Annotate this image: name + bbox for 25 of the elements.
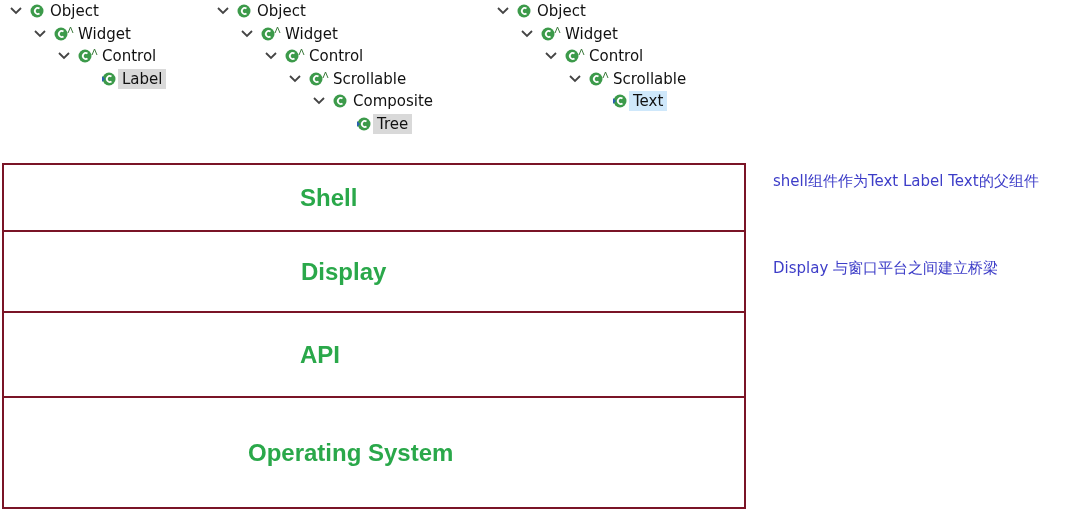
selected-tree-item: Text	[629, 91, 668, 111]
tree-item-label: Control	[308, 46, 365, 66]
tree-item-label: Widget	[284, 23, 339, 44]
selected-tree-item: Tree	[373, 113, 413, 134]
annotation-text: shell组件作为Text Label Text的父组件	[773, 172, 1039, 191]
layer-label: Display	[301, 257, 387, 286]
layer-box	[2, 230, 746, 313]
tree-item-label: Scrollable	[612, 68, 688, 89]
tree-item-label: Object	[256, 1, 307, 21]
layer-box	[2, 163, 746, 232]
layer-label: Shell	[300, 183, 358, 212]
selected-tree-item: Label	[118, 68, 167, 89]
layer-label: API	[300, 340, 340, 369]
layer-box	[2, 396, 746, 509]
layer-label: Operating System	[248, 438, 454, 467]
tree-item-label: Composite	[352, 91, 435, 111]
tree-item-label: Widget	[564, 23, 619, 44]
annotation-text: Display 与窗口平台之间建立桥梁	[773, 259, 999, 278]
tree-item-label: Control	[588, 46, 645, 66]
tree-item-label: Object	[536, 1, 587, 21]
layer-box	[2, 311, 746, 398]
tree-item-label: Scrollable	[332, 68, 408, 89]
tree-item-label: Widget	[77, 23, 132, 44]
tree-item-label: Control	[101, 46, 158, 66]
tree-item-label: Object	[49, 1, 100, 21]
